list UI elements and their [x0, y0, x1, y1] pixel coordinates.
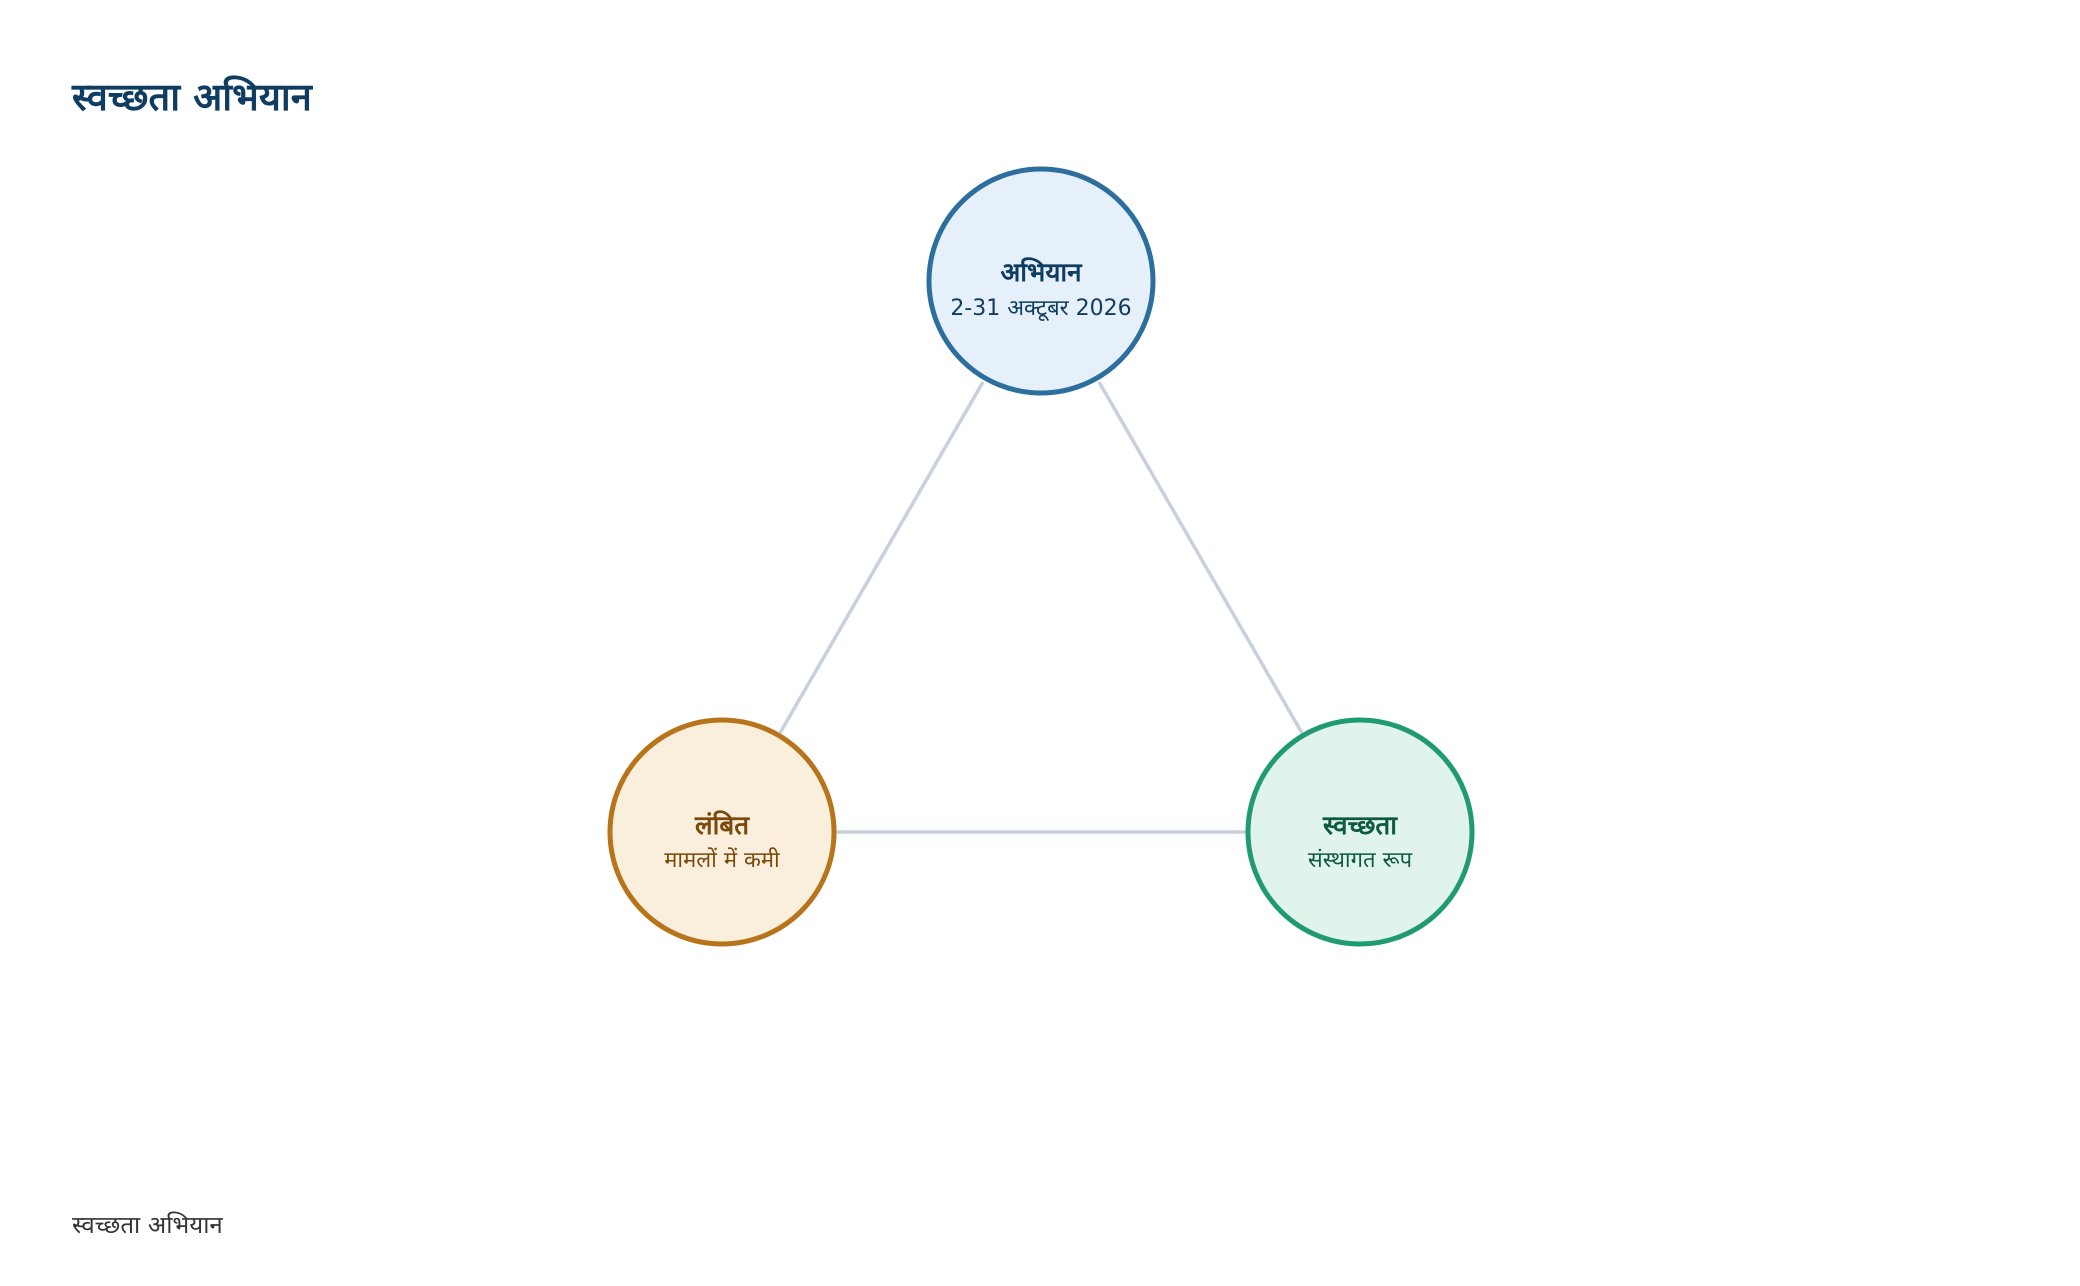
- node-cleanliness: स्वच्छता संस्थागत रूप: [1245, 717, 1475, 947]
- footer-label: स्वच्छता अभियान: [72, 1211, 223, 1239]
- page-title: स्वच्छता अभियान: [72, 75, 312, 119]
- node-cleanliness-subtitle: संस्थागत रूप: [1308, 848, 1413, 873]
- node-cleanliness-circle: [1245, 717, 1475, 947]
- edges: [778, 381, 1304, 834]
- node-campaign: अभियान 2-31 अक्टूबर 2026: [926, 166, 1156, 396]
- edge-campaign-cleanliness: [1097, 381, 1304, 734]
- node-pending-subtitle: मामलों में कमी: [664, 847, 780, 873]
- node-campaign-subtitle: 2-31 अक्टूबर 2026: [950, 296, 1131, 322]
- node-pending: लंबित मामलों में कमी: [607, 717, 837, 947]
- node-campaign-circle: [926, 166, 1156, 396]
- node-cleanliness-title: स्वच्छता: [1322, 811, 1398, 841]
- node-campaign-title: अभियान: [1000, 257, 1083, 288]
- node-pending-title: लंबित: [694, 810, 750, 841]
- edge-campaign-pending: [778, 381, 985, 734]
- node-pending-circle: [607, 717, 837, 947]
